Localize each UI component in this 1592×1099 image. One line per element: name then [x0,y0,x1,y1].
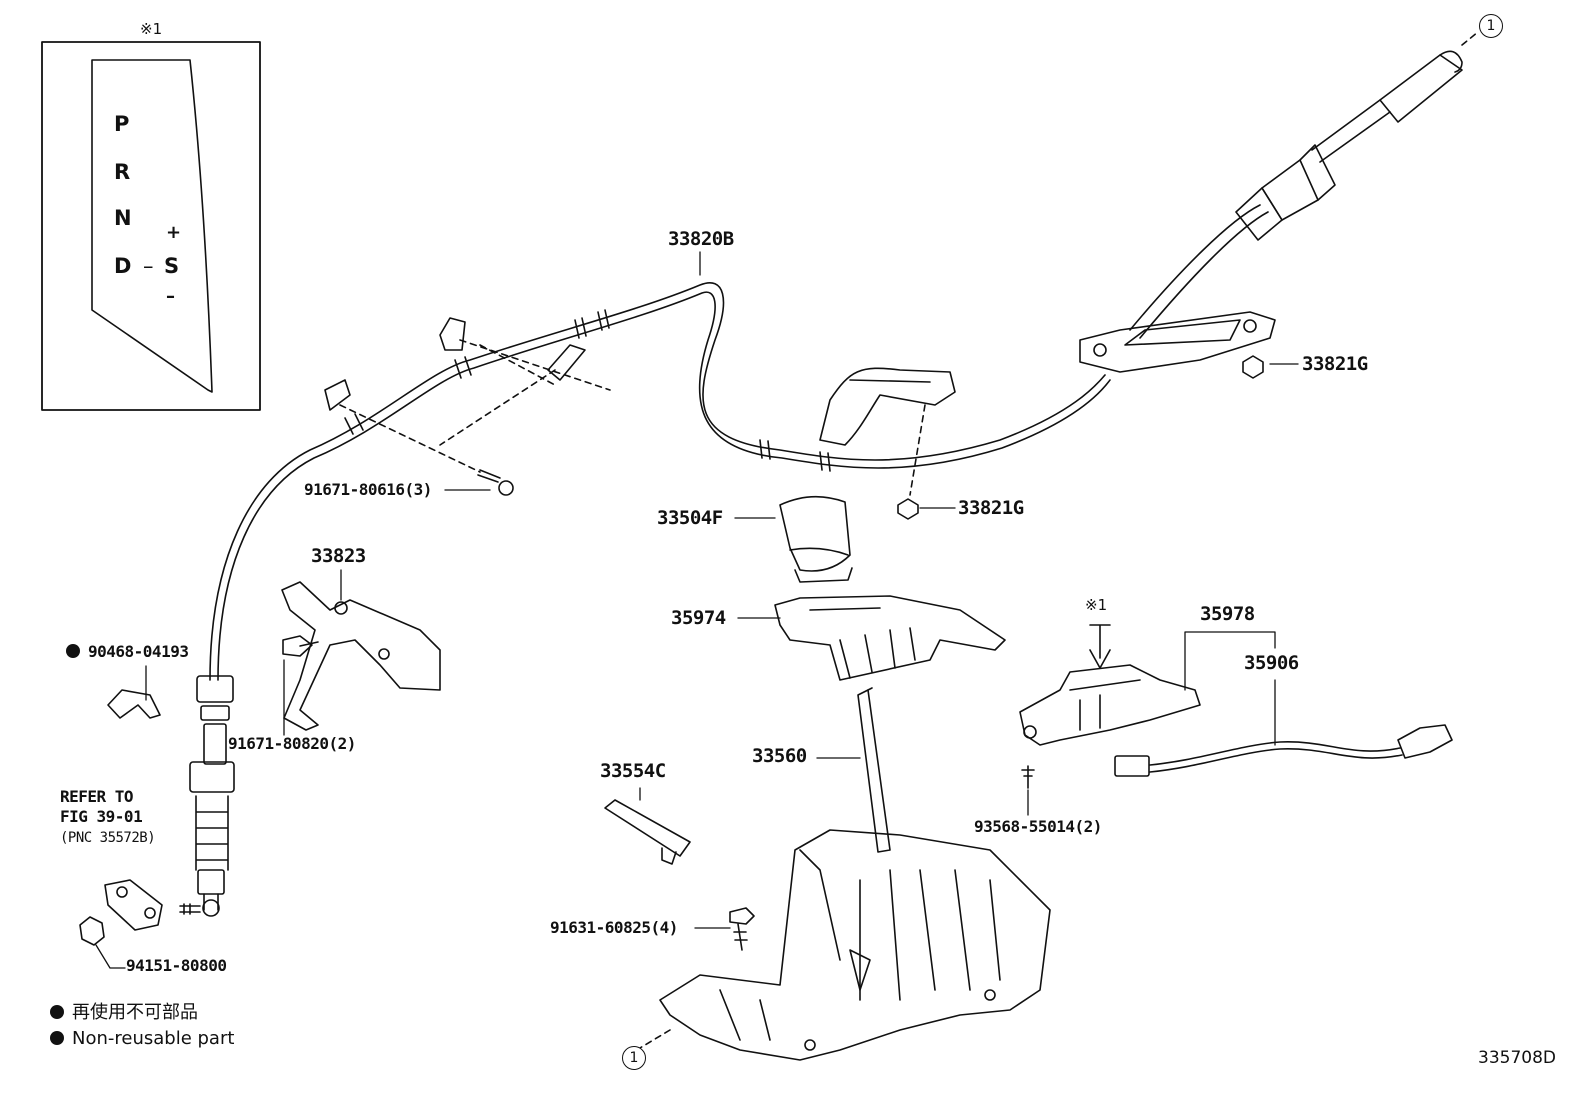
part-label-93568-55014: 93568-55014(2) [974,817,1102,836]
legend-jp: 再使用不可部品 [50,1004,198,1022]
part-label-33823: 33823 [311,545,366,567]
part-number-90468: 90468-04193 [88,642,189,661]
indicator-clip [604,799,691,865]
legend-dot-jp [50,1005,64,1019]
gate-letter-d: D [114,254,132,278]
refer-line-1: REFER TO [60,787,134,806]
shift-lever [857,687,891,853]
gate-letter-n: N [114,206,132,230]
part-label-33504f: 33504F [657,507,723,529]
gate-letter-p: P [114,112,130,136]
assembly-guides [324,317,926,496]
gate-letter-r: R [114,160,131,184]
console-cover [774,595,1006,681]
cable-bracket-plate [1079,311,1276,373]
bracket-33823 [281,581,441,731]
part-label-33560: 33560 [752,745,807,767]
callout-1-top: 1 [1479,14,1503,38]
part-label-90468-04193: 90468-04193 [66,642,189,661]
callout-1-bottom: 1 [622,1046,646,1070]
part-label-35974: 35974 [671,607,726,629]
legend-en: Non-reusable part [50,1030,234,1048]
non-reusable-dot [66,644,80,658]
legend-dot-en [50,1031,64,1045]
part-label-33821g-mid: 33821G [958,497,1024,519]
part-label-33820b: 33820B [668,228,734,250]
part-label-91671-80820: 91671-80820(2) [228,734,356,753]
shift-gate-inset [41,41,261,411]
inset-marker: ※1 [140,20,163,38]
leader-lines [95,251,1299,969]
wire-harness [1114,724,1453,777]
sport-plus: + [166,222,182,243]
figure-id: 335708D [1478,1048,1556,1068]
part-label-35978: 35978 [1200,603,1255,625]
shift-cable [179,282,1111,917]
gate-dash: – [143,254,154,278]
shift-lever-housing [639,829,1051,1061]
small-hardware [79,355,1264,951]
part-label-35906: 35906 [1244,652,1299,674]
legend-jp-text: 再使用不可部品 [72,1002,198,1023]
part-label-94151-80800: 94151-80800 [126,956,227,975]
refer-line-2: FIG 39-01 [60,807,143,826]
refer-line-3: (PNC 35572B) [60,830,156,846]
cable-end-upper [1129,31,1479,339]
part-label-91631-60825: 91631-60825(4) [550,918,678,937]
cable-clamp-bracket [819,367,956,446]
legend-en-text: Non-reusable part [72,1028,235,1049]
sport-s: S [164,254,180,278]
reference-marker: ※1 [1085,596,1108,614]
sport-minus: – [166,286,175,307]
part-label-91671-80616: 91671-80616(3) [304,480,432,499]
part-label-33821g-top: 33821G [1302,353,1368,375]
shift-switch [1019,624,1201,746]
part-label-33554c: 33554C [600,760,666,782]
shift-knob [779,495,853,583]
